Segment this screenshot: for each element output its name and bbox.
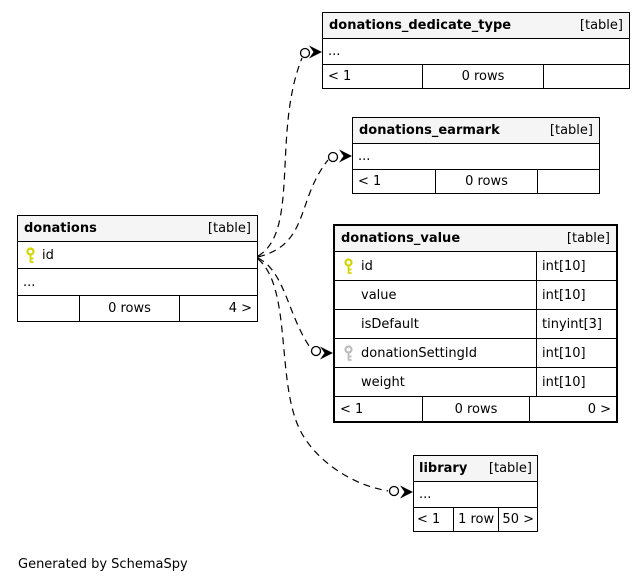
primary-key-icon [335,257,361,275]
parents-count [18,296,79,321]
foreign-key-icon [335,344,361,362]
table-stats-row: < 1 0 rows [353,170,599,193]
column-name: value [361,287,397,303]
column-name: weight [361,374,405,390]
table-stats-row: < 1 0 rows [323,65,629,88]
column-name: isDefault [361,316,419,332]
table-name: donations [24,221,97,236]
relationship-donations-to-dedicate-type [257,57,303,257]
table-node-donations-dedicate-type[interactable]: donations_dedicate_type [table] ... < 1 … [322,12,630,89]
children-count: 4 > [228,301,252,316]
children-count [538,170,599,193]
table-type-badge: [table] [549,123,593,138]
column-row-id: id [18,242,257,269]
relationship-donations-to-donations-value [257,257,313,351]
relationship-donations-to-library [257,258,389,492]
column-name: id [42,247,54,263]
column-row-weight: weight int[10] [335,368,616,397]
ellipsis-label: ... [358,149,371,164]
column-type: tinyint[3] [536,310,616,338]
table-type-badge: [table] [488,461,532,476]
table-header: donations_value [table] [335,226,616,252]
table-name: donations_earmark [359,123,500,138]
parents-count: < 1 [358,174,382,189]
column-type: int[10] [536,281,616,309]
table-name: library [419,461,468,476]
column-row-isdefault: isDefault tinyint[3] [335,310,616,339]
columns-collapsed-row: ... [18,269,257,296]
table-header: library [table] [414,456,537,482]
primary-key-icon [18,246,42,264]
children-count: 0 > [587,401,611,417]
table-node-library[interactable]: library [table] ... < 1 1 row 50 > [413,455,538,532]
column-row-value: value int[10] [335,281,616,310]
parents-count: < 1 [417,512,441,527]
fk-connector-dedicate-type [299,45,322,59]
row-count: 1 row [452,508,500,531]
children-count: 50 > [502,512,534,527]
row-count: 0 rows [435,170,538,193]
fk-connector-earmark [327,149,352,163]
ellipsis-label: ... [328,44,341,59]
children-count [544,65,629,88]
table-node-donations[interactable]: donations [table] id ... 0 rows 4 > [17,215,258,322]
table-header: donations_dedicate_type [table] [323,13,629,39]
column-type: int[10] [536,368,616,396]
table-type-badge: [table] [579,18,623,33]
column-type: int[10] [536,252,616,280]
row-count: 0 rows [79,296,180,321]
table-node-donations-value[interactable]: donations_value [table] id int[10] value… [333,224,618,423]
table-type-badge: [table] [207,221,251,236]
table-header: donations_earmark [table] [353,118,599,144]
relationship-donations-to-earmark [257,159,329,258]
table-name: donations_value [341,231,461,246]
parents-count: < 1 [328,69,352,84]
column-row-id: id int[10] [335,252,616,281]
columns-collapsed-row: ... [414,482,537,508]
table-type-badge: [table] [566,231,610,246]
fk-connector-library [388,485,413,499]
table-name: donations_dedicate_type [329,18,512,33]
column-name: donationSettingId [361,345,477,361]
table-header: donations [table] [18,216,257,242]
fk-connector-donations-value [310,345,333,360]
parents-count: < 1 [340,401,364,417]
table-stats-row: 0 rows 4 > [18,296,257,321]
row-count: 0 rows [422,397,530,421]
column-row-donationsettingid: donationSettingId int[10] [335,339,616,368]
row-count: 0 rows [422,65,544,88]
generated-by-note: Generated by SchemaSpy [18,557,188,572]
columns-collapsed-row: ... [323,39,629,65]
table-node-donations-earmark[interactable]: donations_earmark [table] ... < 1 0 rows [352,117,600,194]
table-stats-row: < 1 1 row 50 > [414,508,537,531]
columns-collapsed-row: ... [353,144,599,170]
ellipsis-label: ... [23,274,36,290]
table-stats-row: < 1 0 rows 0 > [335,397,616,421]
column-type: int[10] [536,339,616,367]
ellipsis-label: ... [419,487,432,502]
column-name: id [361,258,373,274]
